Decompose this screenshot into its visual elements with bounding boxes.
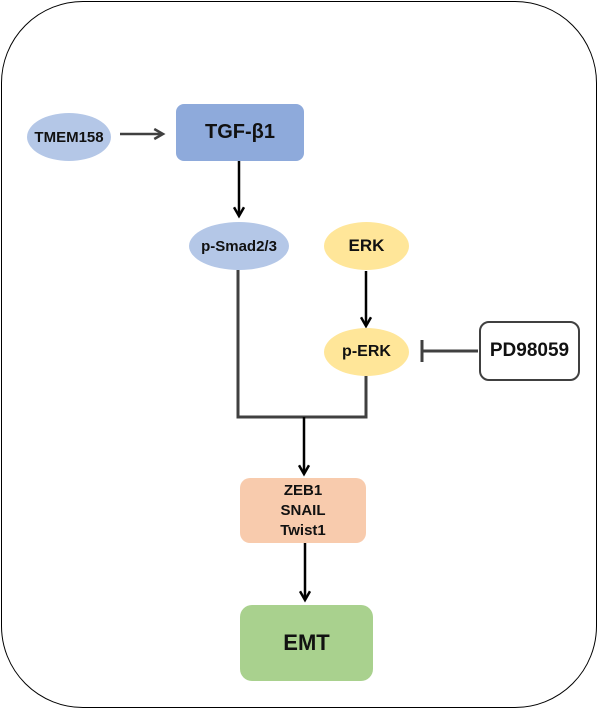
node-transcription-factors: ZEB1 SNAIL Twist1 [240, 478, 366, 543]
node-tgfb1-label: TGF-β1 [205, 121, 275, 143]
node-erk-label: ERK [348, 236, 385, 255]
node-psmad-label: p-Smad2/3 [201, 237, 277, 255]
node-psmad: p-Smad2/3 [189, 222, 289, 270]
node-erk: ERK [324, 222, 409, 270]
node-tfs-line-zeb1: ZEB1 [283, 481, 323, 499]
node-pd98059-label: PD98059 [489, 340, 570, 361]
node-emt-label: EMT [283, 630, 330, 655]
node-tfs-line-snail: SNAIL [280, 501, 326, 519]
node-tmem158: TMEM158 [27, 113, 111, 161]
node-perk-label: p-ERK [342, 343, 391, 360]
edge-merge-bracket [236, 270, 368, 419]
node-perk: p-ERK [324, 328, 409, 376]
node-pd98059: PD98059 [479, 321, 580, 381]
node-emt: EMT [240, 605, 373, 681]
node-tmem158-label: TMEM158 [34, 128, 104, 146]
node-tgfb1: TGF-β1 [176, 104, 304, 161]
node-tfs-line-twist1: Twist1 [280, 521, 326, 539]
